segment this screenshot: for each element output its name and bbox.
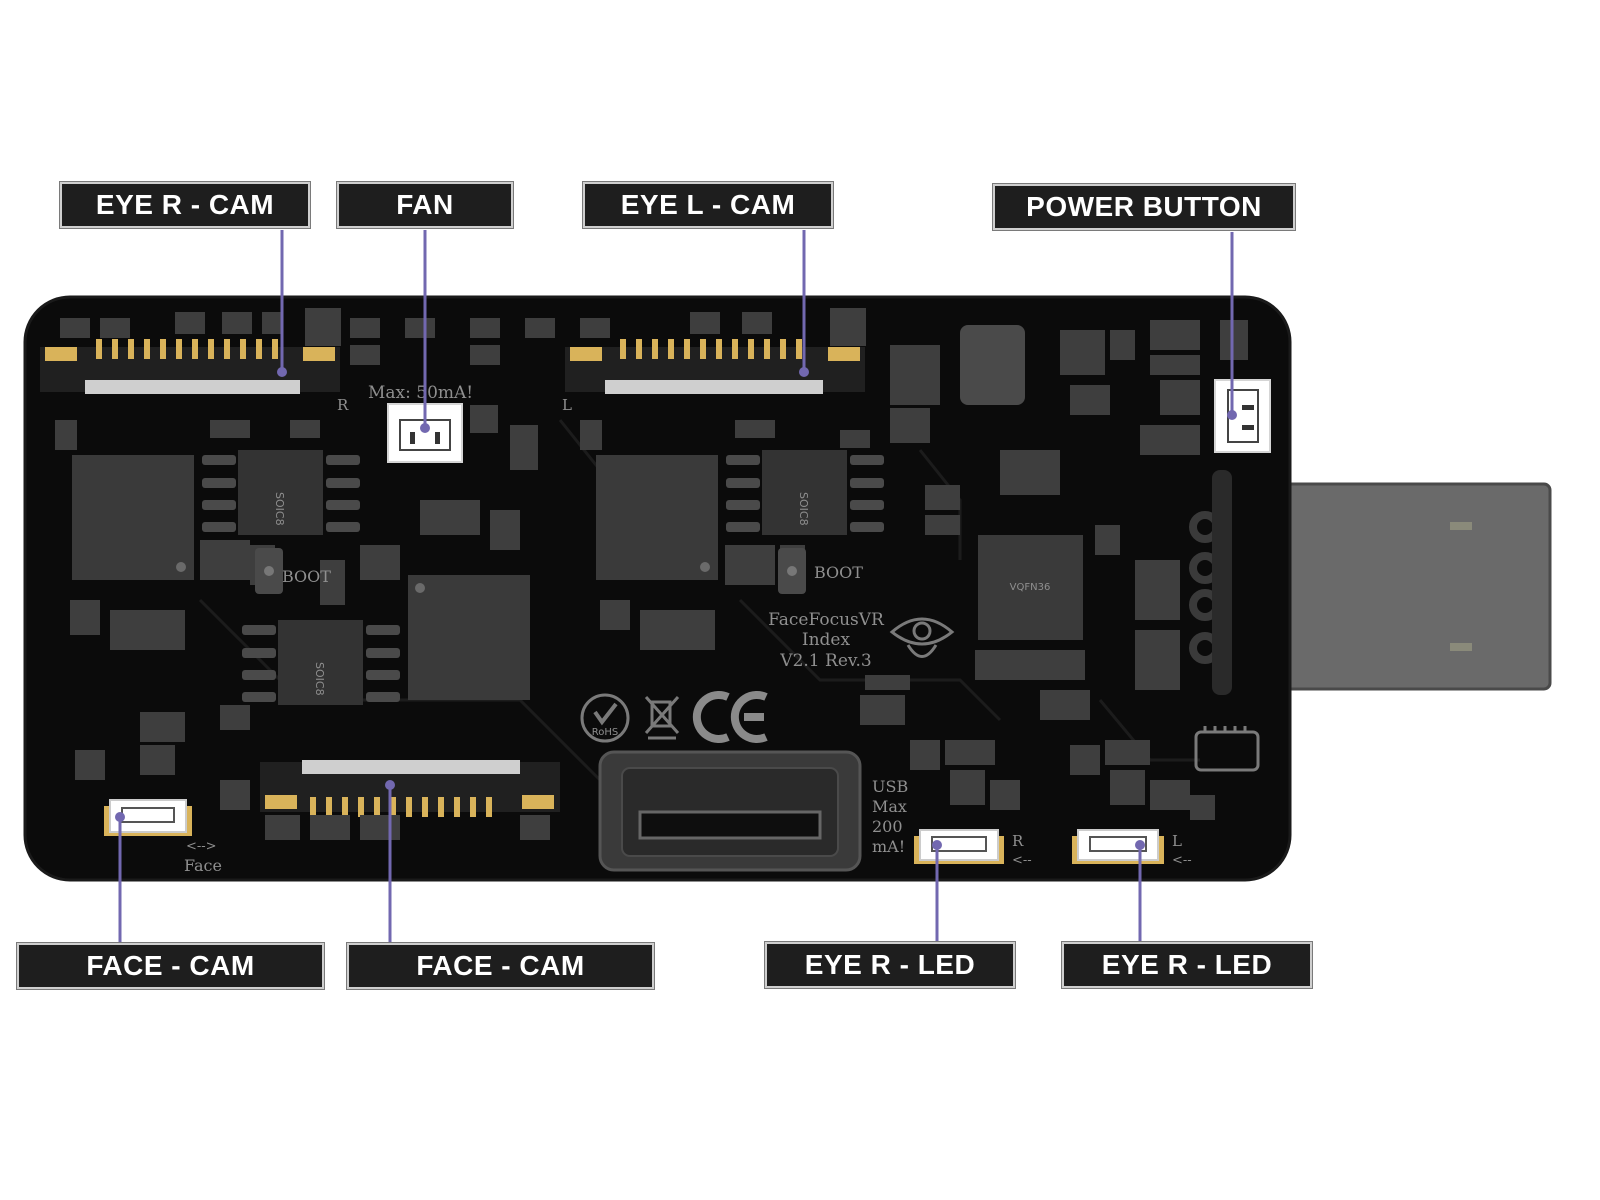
usb-a-opening	[638, 810, 822, 840]
led-r-jst-housing	[931, 836, 987, 852]
power-button-connector	[1214, 379, 1271, 453]
eye-r-cam-pins	[96, 339, 278, 359]
soic-chip-a	[202, 450, 360, 535]
mcu-chip-center	[408, 575, 530, 700]
silk-soic-b: SOIC8	[797, 492, 810, 526]
power-button-pin	[1242, 425, 1254, 430]
silk-marker-l: L	[562, 396, 572, 414]
eye-l-cam-connector	[565, 347, 865, 394]
pin-one-dot	[700, 562, 710, 572]
silk-board-model: Index	[802, 630, 851, 650]
silk-boot-left: BOOT	[282, 567, 331, 586]
silk-face-arrow: <-->	[186, 839, 217, 854]
rohs-check-icon	[593, 702, 618, 726]
inductor	[960, 325, 1025, 405]
ce-mark-icon	[692, 691, 768, 743]
passive-components	[55, 308, 1248, 840]
silk-soic-a: SOIC8	[273, 492, 286, 526]
fan-connector-pin	[435, 432, 440, 444]
label-eye-l-cam: EYE L - CAM	[583, 182, 833, 228]
silk-led-l-arrow: <--	[1172, 853, 1192, 868]
leader-dots	[115, 367, 1237, 850]
leader-lines	[118, 230, 1234, 942]
usb-hub-chip	[978, 535, 1083, 640]
silk-led-l-marker: L	[1172, 832, 1182, 850]
label-power-button: POWER BUTTON	[993, 184, 1295, 230]
label-eye-r-led-2: EYE R - LED	[1062, 942, 1312, 988]
silk-usb-1: USB	[872, 777, 908, 796]
label-fan: FAN	[337, 182, 513, 228]
usb-c-receptacle	[1212, 470, 1232, 695]
silk-usb-2: Max	[872, 797, 907, 816]
eye-r-cam-connector	[40, 347, 340, 394]
pin-one-dot	[415, 583, 425, 593]
power-button-pin	[1242, 405, 1254, 410]
usb-plug-mark	[1450, 522, 1472, 530]
eye-l-cam-pins	[620, 339, 802, 359]
face-cam-pins	[310, 797, 492, 817]
silk-led-r-marker: R	[1012, 832, 1024, 850]
soic-chip-c	[242, 620, 400, 705]
label-eye-r-cam: EYE R - CAM	[60, 182, 310, 228]
silk-board-name: FaceFocusVR	[768, 610, 885, 630]
silk-soic-c: SOIC8	[313, 662, 326, 696]
boot-button-dot	[787, 566, 797, 576]
label-eye-r-led-1: EYE R - LED	[765, 942, 1015, 988]
usb-plug-mark	[1450, 643, 1472, 651]
silk-fan-max: Max: 50mA!	[368, 383, 473, 403]
pin-one-dot	[176, 562, 186, 572]
mcu-chip-right	[596, 455, 718, 580]
silk-led-r-arrow: <--	[1012, 853, 1032, 868]
silk-board-revision: V2.1 Rev.3	[779, 651, 871, 671]
rohs-logo	[580, 693, 630, 743]
silk-boot-right: BOOT	[814, 563, 863, 582]
mcu-chip-left	[72, 455, 194, 580]
silk-marker-r: R	[337, 396, 349, 414]
soic-chip-b	[726, 450, 884, 535]
fan-connector-pin	[410, 432, 415, 444]
silk-qfn-label: VQFN36	[1010, 582, 1051, 593]
pcb-board	[23, 295, 1292, 882]
eye-logo-icon	[889, 617, 955, 658]
label-face-cam-left: FACE - CAM	[17, 943, 324, 989]
boot-button-dot	[264, 566, 274, 576]
label-face-cam-center: FACE - CAM	[347, 943, 654, 989]
led-l-jst-housing	[1089, 836, 1147, 852]
silk-face-label: Face	[184, 856, 222, 875]
weee-bin-icon	[644, 696, 680, 740]
silk-rohs: RoHS	[592, 727, 618, 738]
chip-logo-icon	[1194, 726, 1260, 772]
silk-usb-3: 200	[872, 817, 903, 836]
silk-usb-4: mA!	[872, 837, 905, 856]
